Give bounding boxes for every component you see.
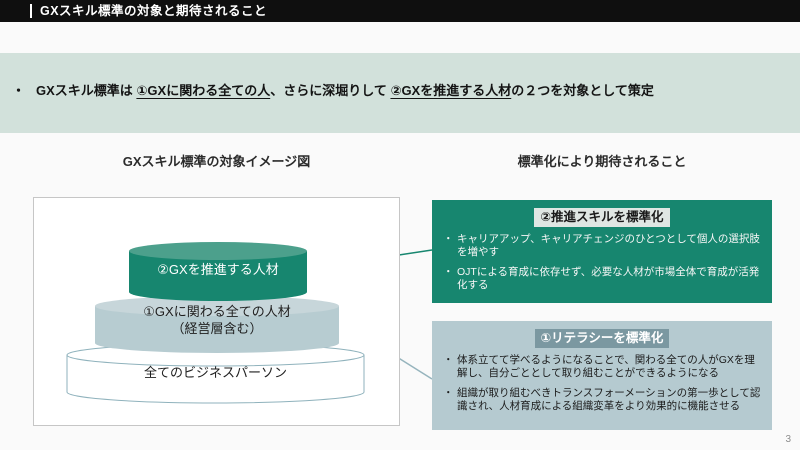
panel-promote-skill: ②推進スキルを標準化 キャリアアップ、キャリアチェンジのひとつとして個人の選択肢… xyxy=(432,200,772,303)
top-cylinder-body xyxy=(129,251,307,301)
list-item: 体系立てて学べるようになることで、関わる全ての人がGXを理解し、自分ごととして取… xyxy=(440,354,764,380)
middle-cylinder-body xyxy=(95,306,339,353)
panel-literacy-title: ①リテラシーを標準化 xyxy=(534,329,670,348)
panel-promote-bullet-list: キャリアアップ、キャリアチェンジのひとつとして個人の選択肢を増やす OJTによる… xyxy=(432,233,772,292)
top-cylinder-label: ②GXを推進する人材 xyxy=(157,262,279,277)
panel-promote-title-wrap: ②推進スキルを標準化 xyxy=(432,208,772,227)
middle-cylinder-label-line1: ①GXに関わる全ての人材 xyxy=(143,304,291,319)
middle-cylinder-label: ①GXに関わる全ての人材 （経営層含む） xyxy=(95,303,339,337)
list-item: キャリアアップ、キャリアチェンジのひとつとして個人の選択肢を増やす xyxy=(440,233,764,259)
target-image-diagram: ②GXを推進する人材 ①GXに関わる全ての人材 （経営層含む） 全てのビジネスパ… xyxy=(33,197,400,426)
middle-cylinder-top xyxy=(95,296,339,316)
intro-text-part3: の２つを対象として策定 xyxy=(511,83,654,98)
pyramid-cylinders xyxy=(66,242,365,404)
list-item: 組織が取り組むべきトランスフォーメーションの第一歩として認識され、人材育成による… xyxy=(440,387,764,413)
intro-text: GXスキル標準は ①GXに関わる全ての人、さらに深堀りして ②GXを推進する人材… xyxy=(36,82,654,100)
intro-text-part2: 、さらに深堀りして xyxy=(270,83,391,98)
bottom-cylinder-label: 全てのビジネスパーソン xyxy=(143,365,287,380)
page-title: GXスキル標準の対象と期待されること xyxy=(30,4,267,18)
intro-band: ・ GXスキル標準は ①GXに関わる全ての人、さらに深堀りして ②GXを推進する… xyxy=(0,53,800,133)
middle-cylinder-label-line2: （経営層含む） xyxy=(171,321,263,336)
panel-literacy-title-wrap: ①リテラシーを標準化 xyxy=(432,329,772,348)
panel-literacy: ①リテラシーを標準化 体系立てて学べるようになることで、関わる全ての人がGXを理… xyxy=(432,321,772,430)
slide-header-bar: GXスキル標準の対象と期待されること xyxy=(0,0,800,22)
list-item: OJTによる育成に依存せず、必要な人材が市場全体で育成が活発化する xyxy=(440,266,764,292)
right-section-heading: 標準化により期待されること xyxy=(517,154,687,169)
intro-bullet-row: ・ GXスキル標準は ①GXに関わる全ての人、さらに深堀りして ②GXを推進する… xyxy=(12,82,790,100)
intro-text-underline1: ①GXに関わる全ての人 xyxy=(136,83,271,98)
left-section-heading: GXスキル標準の対象イメージ図 xyxy=(122,154,311,169)
panel-promote-title: ②推進スキルを標準化 xyxy=(534,208,670,227)
page-number: 3 xyxy=(785,434,791,445)
intro-text-part1: GXスキル標準は xyxy=(36,83,137,98)
bottom-cylinder-body xyxy=(66,355,365,404)
top-cylinder-top xyxy=(129,242,307,260)
bullet-marker: ・ xyxy=(12,83,26,98)
intro-text-underline2: ②GXを推進する人材 xyxy=(390,83,512,98)
panel-literacy-bullet-list: 体系立てて学べるようになることで、関わる全ての人がGXを理解し、自分ごととして取… xyxy=(432,354,772,413)
